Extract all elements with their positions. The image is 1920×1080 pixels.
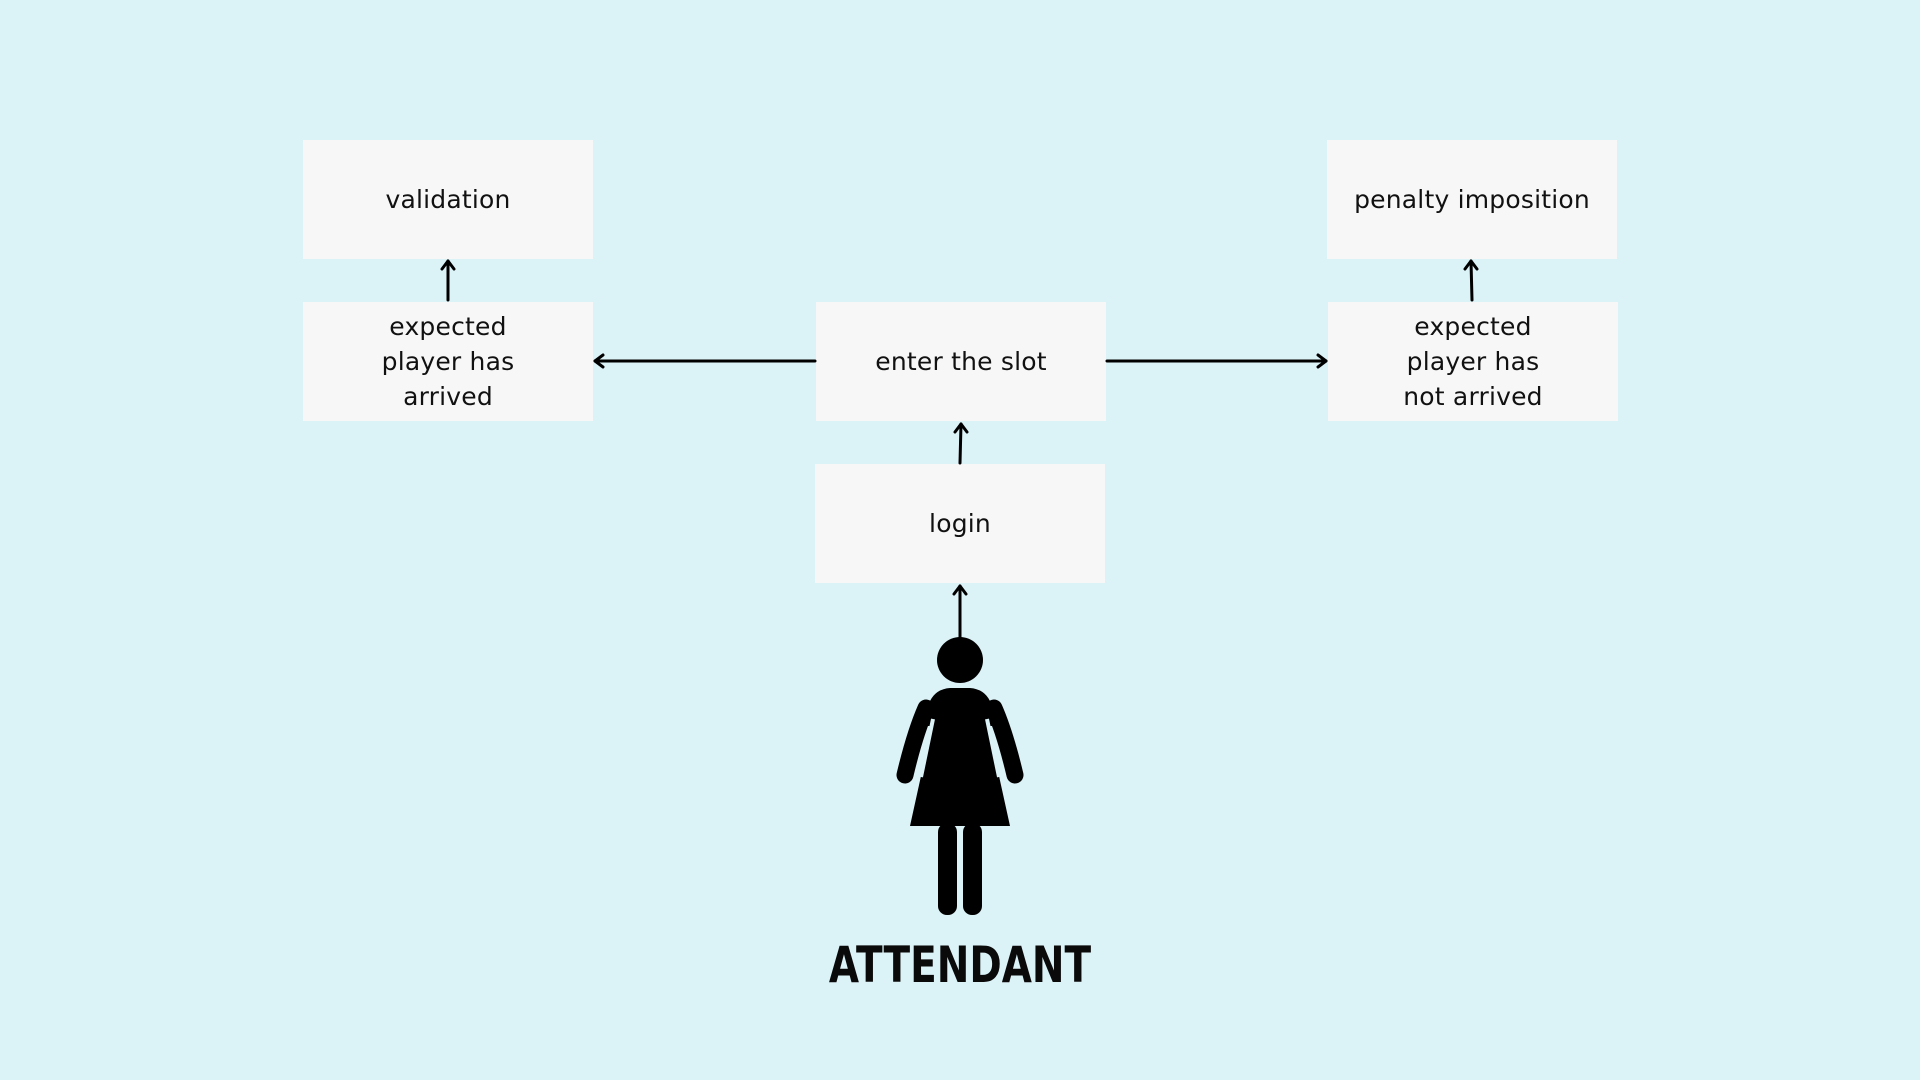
woman-person-icon [896,637,1024,915]
box-expected-player-arrived: expected player has arrived [303,302,593,421]
box-penalty-imposition-label: penalty imposition [1354,185,1590,214]
box-enter-the-slot-label: enter the slot [875,347,1047,376]
box-login: login [815,464,1105,583]
box-expected-player-not-arrived: expected player has not arrived [1328,302,1618,421]
arrow-not-arrived-to-penalty [1463,259,1479,302]
arrow-arrived-to-validation [440,259,456,302]
arrow-attendant-to-login [952,584,968,642]
arrow-login-to-slot [953,422,969,465]
box-validation-label: validation [385,185,511,214]
arrow-slot-to-not-arrived [1105,353,1328,369]
box-expected-player-not-arrived-label: expected player has not arrived [1403,312,1543,411]
box-enter-the-slot: enter the slot [816,302,1106,421]
box-login-label: login [929,509,991,538]
box-expected-player-arrived-label: expected player has arrived [381,312,515,411]
box-penalty-imposition: penalty imposition [1327,140,1617,259]
arrow-slot-to-arrived [593,353,817,369]
box-validation: validation [303,140,593,259]
actor-label: ATTENDANT [828,936,1092,994]
